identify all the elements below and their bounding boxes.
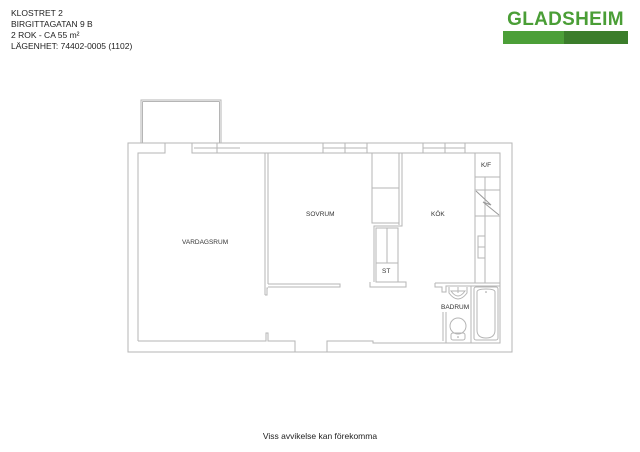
outer-wall	[127, 142, 513, 353]
property-name: KLOSTRET 2	[11, 8, 63, 18]
window-bedroom	[322, 143, 368, 153]
property-info: KLOSTRET 2 BIRGITTAGATAN 9 B 2 ROK - CA …	[11, 8, 132, 52]
window-living	[192, 142, 240, 154]
room-label-sovrum: SOVRUM	[306, 211, 335, 218]
room-label-kok: KÖK	[431, 211, 445, 218]
room-label-vardagsrum: VARDAGSRUM	[182, 239, 229, 246]
property-address: BIRGITTAGATAN 9 B	[11, 19, 93, 29]
room-label-kf: K/F	[481, 162, 492, 169]
apartment-size: 2 ROK - CA 55 m²	[11, 30, 80, 40]
apartment-number: LÄGENHET: 74402-0005 (1102)	[11, 41, 133, 51]
disclaimer-note: Viss avvikelse kan förekomma	[262, 431, 378, 441]
room-label-badrum: BADRUM	[441, 304, 470, 311]
logo-text: GLADSHEIM	[507, 9, 624, 30]
window-kitchen	[422, 143, 466, 153]
logo-bar	[503, 31, 628, 44]
balcony	[140, 99, 222, 144]
room-label-st: ST	[382, 268, 391, 275]
gladsheim-logo: GLADSHEIM	[503, 9, 628, 44]
